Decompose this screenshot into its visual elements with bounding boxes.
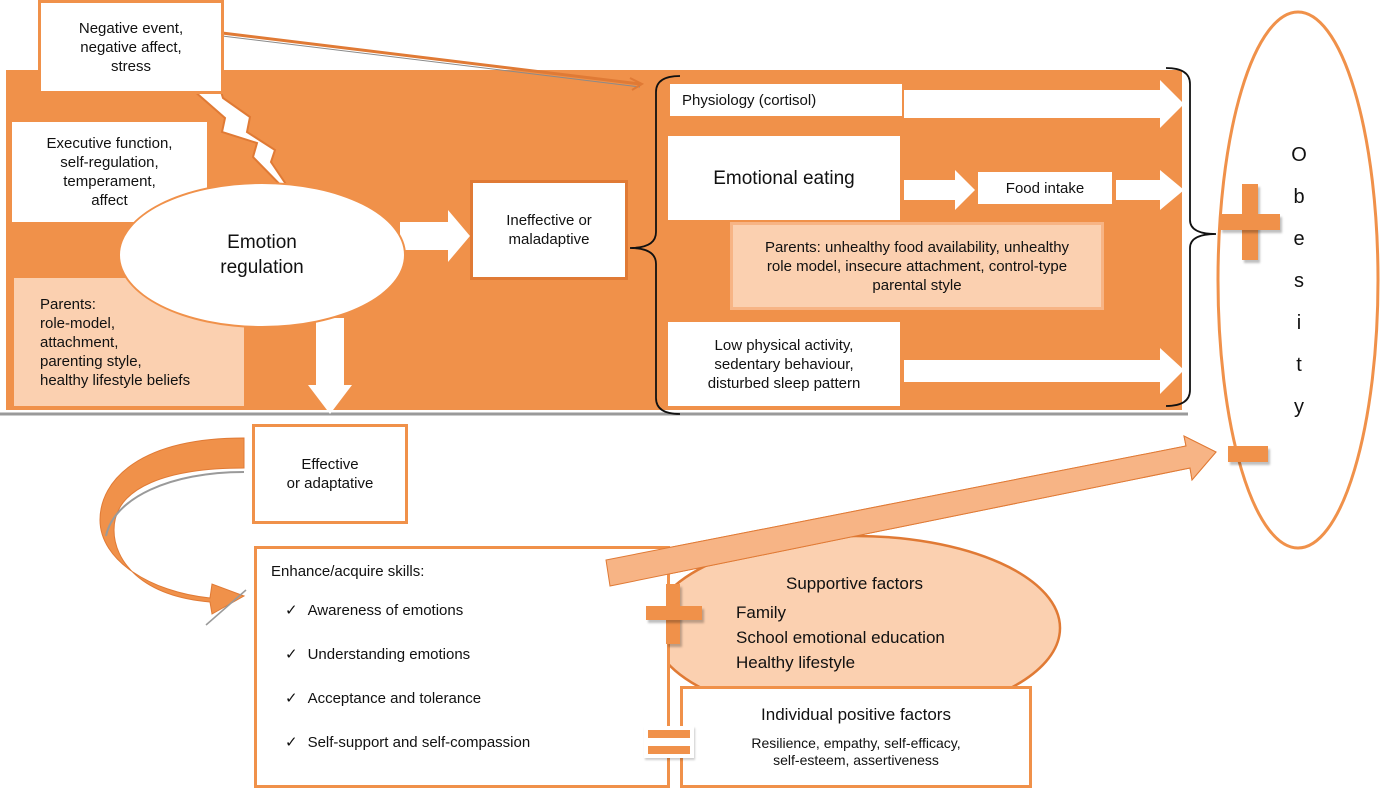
emotion-regulation-ellipse: Emotion regulation [118,182,406,328]
curved-arrow [99,437,246,615]
obesity-letter: y [1294,396,1304,418]
obesity-letter: b [1293,186,1305,208]
check-icon: ✓ [285,602,298,619]
obesity-letter: O [1291,144,1307,166]
exec-line: temperament, [63,173,156,190]
parents-left-line: Parents: [40,295,96,313]
supportive-plus-icon [646,584,702,644]
skill-label: Awareness of emotions [307,601,464,619]
curved-arrow-shadow [105,471,245,537]
food-intake-label: Food intake [1005,179,1085,197]
exec-line: affect [91,192,128,209]
negative-event-line: negative affect, [80,38,182,56]
obesity-label: O b e s i t y [1287,140,1311,434]
supportive-item: Family [736,603,787,622]
supportive-factors: Supportive factors Family School emotion… [736,574,1036,675]
arrow-physiology [904,80,1184,128]
minus-icon [1228,446,1268,462]
parents-right-line: role model, insecure attachment, control… [766,257,1068,275]
skill-label: Acceptance and tolerance [307,689,482,707]
skill-item: ✓ Self-support and self-compassion [271,720,667,764]
left-brace [629,75,681,415]
obesity-ellipse [1216,10,1380,550]
obesity-letter: i [1296,312,1302,334]
skill-item: ✓ Acceptance and tolerance [271,676,667,720]
effective-box: Effective or adaptative [252,424,408,524]
skills-title: Enhance/acquire skills: [271,563,425,580]
low-activity-line: disturbed sleep pattern [707,374,861,392]
right-brace [1165,67,1217,407]
plus-icon [1220,184,1280,260]
negative-event-line: Negative event, [78,19,184,37]
ineffective-line: maladaptive [508,231,590,248]
emotional-eating-box: Emotional eating [668,136,900,220]
supportive-title: Supportive factors [786,574,924,593]
emotion-regulation-line: Emotion [227,232,297,253]
effective-line: Effective [301,456,359,473]
negative-event-box: Negative event, negative affect, stress [38,0,224,94]
obesity-letter: s [1294,270,1304,292]
skills-box: Enhance/acquire skills: ✓ Awareness of e… [254,546,670,788]
ineffective-line: Ineffective or [506,212,592,229]
emotional-eating-label: Emotional eating [713,167,855,189]
check-icon: ✓ [285,734,298,751]
arrow-down-to-effective [308,318,352,414]
skill-label: Self-support and self-compassion [307,733,531,751]
ineffective-box: Ineffective or maladaptive [470,180,628,280]
arrow-eating-to-food [904,170,975,210]
arrow-to-ineffective [400,210,470,262]
arrow-activity [904,348,1184,394]
low-activity-line: sedentary behaviour, [714,355,854,373]
parents-left-line: parenting style, [40,352,142,370]
individual-line: Resilience, empathy, self-efficacy, [751,735,961,751]
parents-right-box: Parents: unhealthy food availability, un… [730,222,1104,310]
parents-left-line: role-model, [40,314,116,332]
trigger-arrowhead-icon [629,77,645,91]
executive-function-box: Executive function, self-regulation, tem… [12,122,207,222]
parents-left-line: healthy lifestyle beliefs [40,371,191,389]
emotion-regulation-line: regulation [220,257,304,278]
exec-line: Executive function, [46,135,173,152]
equals-icon [644,726,694,758]
skill-label: Understanding emotions [307,645,471,663]
food-intake-box: Food intake [978,172,1112,204]
physiology-box: Physiology (cortisol) [670,84,902,116]
obesity-letter: t [1296,354,1302,376]
exec-line: self-regulation, [60,154,159,171]
low-activity-box: Low physical activity, sedentary behavio… [668,322,900,406]
individual-factors-box: Individual positive factors Resilience, … [680,686,1032,788]
physiology-label: Physiology (cortisol) [682,91,817,109]
curved-arrow-tail-shadow [205,589,247,626]
check-icon: ✓ [285,646,298,663]
individual-line: self-esteem, assertiveness [773,752,939,768]
parents-right-line: Parents: unhealthy food availability, un… [764,238,1070,256]
skill-item: ✓ Understanding emotions [271,632,667,676]
parents-left-line: attachment, [40,333,119,351]
low-activity-line: Low physical activity, [714,336,854,354]
parents-right-line: parental style [872,276,962,294]
arrow-food-to-right [1116,170,1184,210]
effective-line: or adaptative [286,475,374,492]
trigger-connector [221,31,641,86]
negative-event-line: stress [110,57,151,75]
trigger-connector-shadow [221,35,641,88]
check-icon: ✓ [285,690,298,707]
individual-title: Individual positive factors [761,705,951,724]
obesity-letter: e [1293,228,1305,250]
supportive-item: Healthy lifestyle [736,653,856,672]
supportive-item: School emotional education [736,628,945,647]
skill-item: ✓ Awareness of emotions [271,588,667,632]
